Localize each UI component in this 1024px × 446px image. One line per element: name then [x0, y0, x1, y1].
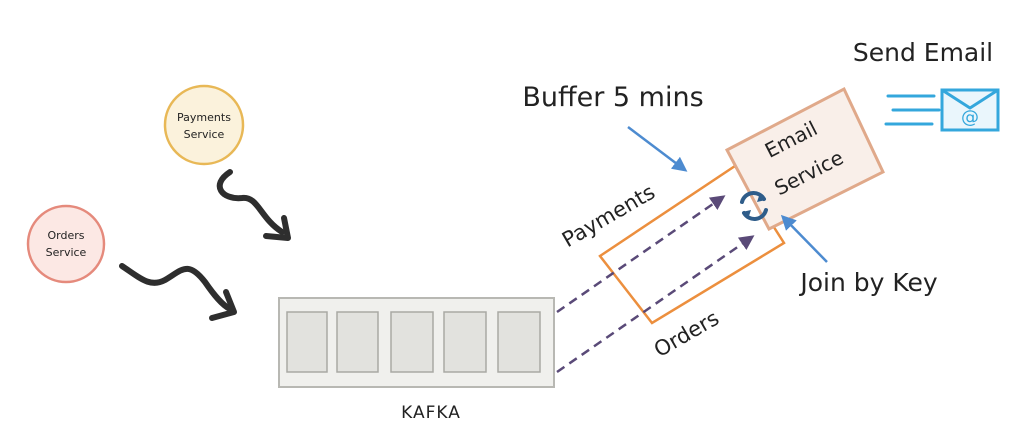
orders-service-label-line1: Orders [48, 229, 85, 242]
kafka-partition [497, 311, 541, 373]
orders-to-kafka-arrow [119, 263, 237, 321]
join-label: Join by Key [798, 268, 938, 297]
buffer-pointer-arrow [627, 126, 688, 172]
orders-stream-label: Orders [650, 306, 723, 362]
orders-service-label-line2: Service [46, 246, 87, 259]
payments-stream-label: Payments [558, 180, 659, 252]
envelope-at-icon: @ [884, 88, 1000, 132]
buffer-window [598, 164, 786, 325]
payments-stream-arrow [556, 195, 726, 314]
kafka-partition [443, 311, 487, 373]
kafka-topic-box: KAFKA [278, 297, 555, 423]
svg-text:@: @ [961, 107, 979, 128]
payments-service-node: Payments Service [163, 84, 245, 166]
kafka-partition [286, 311, 328, 373]
orders-stream-arrow [556, 235, 755, 374]
buffer-label: Buffer 5 mins [522, 82, 703, 113]
payments-to-kafka-arrow [216, 169, 291, 241]
sync-icon [740, 191, 768, 221]
send-email-label: Send Email [853, 38, 993, 67]
payments-service-label-line1: Payments [177, 111, 231, 124]
orders-service-node: Orders Service [26, 204, 106, 284]
join-pointer-arrow [780, 214, 828, 263]
kafka-label: KAFKA [401, 403, 461, 423]
kafka-partition [390, 311, 434, 373]
email-service-node: Email Service [724, 86, 885, 231]
payments-service-label-line2: Service [184, 128, 225, 141]
kafka-partition [336, 311, 379, 373]
